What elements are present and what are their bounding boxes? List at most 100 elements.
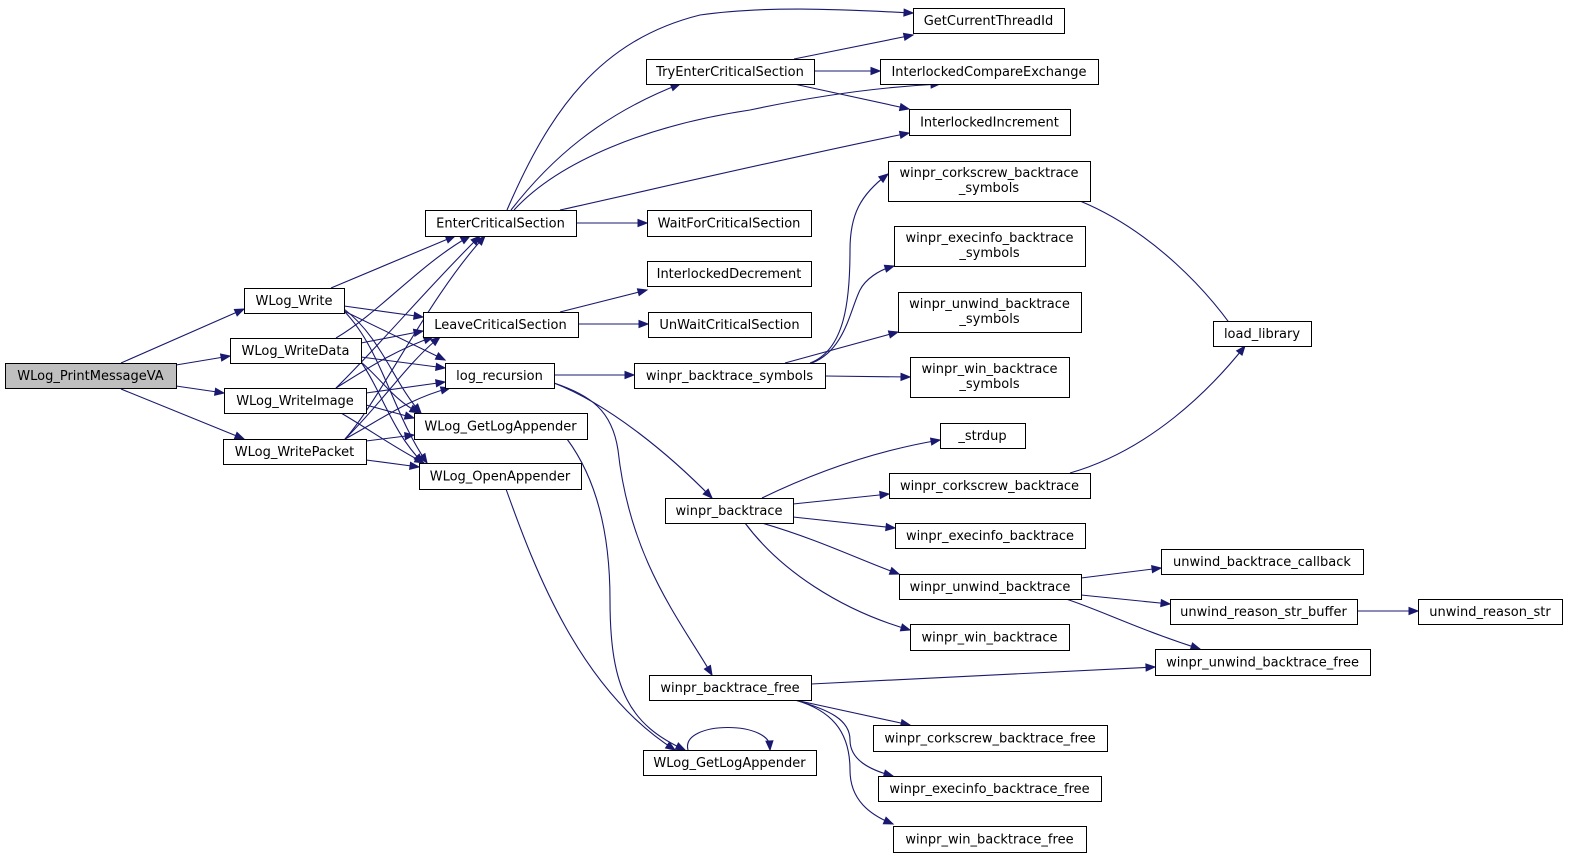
node-box [873, 725, 1108, 752]
edge-winpr-backtrace-symbols-to-winpr-win-backtrace-symbols [824, 372, 912, 382]
node-box [1155, 649, 1371, 676]
node-wlog-writeimage[interactable]: WLog_WriteImage [224, 388, 367, 414]
node-label: _symbols [958, 312, 1019, 327]
edge-winpr-backtrace-to-winpr-win-backtrace [744, 522, 912, 632]
node-box [898, 292, 1082, 333]
node-winpr-corkscrew-backtrace-free[interactable]: winpr_corkscrew_backtrace_free [873, 725, 1108, 752]
node-entercriticalsection[interactable]: EnterCriticalSection [425, 210, 577, 237]
node-label: WLog_WritePacket [235, 445, 354, 460]
node-wlog-getlogappender[interactable]: WLog_GetLogAppender [414, 413, 588, 440]
edge-winpr-backtrace-to-strdup [761, 437, 942, 499]
edge-entercriticalsection-to-interlockedcompareexchange [513, 80, 942, 211]
node-box [889, 473, 1091, 499]
node-winpr-unwind-backtrace-free[interactable]: winpr_unwind_backtrace_free [1155, 649, 1371, 676]
arrowhead [413, 454, 426, 464]
node-label: LeaveCriticalSection [434, 318, 566, 333]
edge-wlog-printmessageva-to-wlog-writepacket [120, 388, 246, 440]
node-winpr-win-backtrace-free[interactable]: winpr_win_backtrace_free [893, 826, 1087, 853]
node-box [893, 826, 1087, 853]
node-log-recursion[interactable]: log_recursion [445, 363, 555, 389]
node-wlog-write[interactable]: WLog_Write [244, 288, 345, 314]
node-label: winpr_backtrace_symbols [646, 369, 813, 384]
node-label: winpr_win_backtrace [921, 631, 1057, 646]
arrowhead [1235, 344, 1246, 357]
node-load-library[interactable]: load_library [1213, 321, 1312, 347]
arrowhead [233, 308, 246, 317]
node-label: unwind_reason_str_buffer [1180, 605, 1347, 620]
node-wlog-printmessageva[interactable]: WLog_PrintMessageVA [5, 363, 177, 389]
node-strdup[interactable]: _strdup [940, 423, 1026, 449]
edge-wlog-writepacket-to-entercriticalsection [344, 234, 486, 440]
edge-winpr-backtrace-symbols-to-winpr-execinfo-backtrace-symbols [811, 264, 896, 364]
node-winpr-execinfo-backtrace[interactable]: winpr_execinfo_backtrace [895, 523, 1086, 549]
edge-wlog-write-to-log-recursion [343, 310, 447, 361]
arrowhead [404, 431, 416, 441]
edge-wlog-writeimage-to-log-recursion [365, 379, 447, 394]
node-wlog-getlogappender[interactable]: WLog_GetLogAppender [643, 750, 817, 776]
edge-wlog-writepacket-to-leavecriticalsection [344, 336, 442, 440]
node-unwind-reason-str-buffer[interactable]: unwind_reason_str_buffer [1170, 599, 1358, 625]
node-winpr-corkscrew-backtrace[interactable]: winpr_corkscrew_backtrace [889, 473, 1091, 499]
arrowhead [870, 66, 882, 76]
node-winpr-backtrace-symbols[interactable]: winpr_backtrace_symbols [634, 363, 826, 389]
node-label: WLog_GetLogAppender [424, 420, 577, 435]
node-box [414, 413, 588, 440]
node-label: _symbols [958, 246, 1019, 261]
arrowhead [638, 319, 650, 329]
arrowhead [403, 411, 416, 420]
node-interlockedincrement[interactable]: InterlockedIncrement [909, 109, 1071, 136]
node-box [5, 363, 177, 389]
node-wlog-writedata[interactable]: WLog_WriteData [230, 338, 362, 364]
node-label: _symbols [958, 377, 1019, 392]
node-wlog-writepacket[interactable]: WLog_WritePacket [223, 439, 367, 465]
arrowhead [898, 130, 911, 140]
node-wlog-openappender[interactable]: WLog_OpenAppender [419, 463, 582, 490]
edge-log-recursion-to-winpr-backtrace [553, 382, 713, 499]
edge-winpr-unwind-backtrace-to-unwind-backtrace-callback [1080, 564, 1163, 579]
arrowhead [434, 352, 447, 361]
node-box [878, 776, 1102, 802]
node-winpr-unwind-backtrace[interactable]: winpr_unwind_backtrace [899, 574, 1082, 600]
node-box [894, 226, 1086, 267]
arrowhead [219, 353, 232, 362]
arrowhead [408, 404, 421, 414]
node-interlockedcompareexchange[interactable]: InterlockedCompareExchange [880, 59, 1099, 85]
arrowhead [435, 362, 447, 371]
edge-tryentercriticalsection-to-interlockedincrement [793, 83, 911, 112]
node-box [647, 261, 812, 287]
arrowhead [882, 816, 895, 825]
node-tryentercriticalsection[interactable]: TryEnterCriticalSection [646, 59, 815, 85]
node-winpr-win-backtrace[interactable]: winpr_win_backtrace [910, 624, 1070, 651]
arrowhead [444, 235, 457, 244]
node-label: _strdup [957, 429, 1006, 444]
node-unwind-backtrace-callback[interactable]: unwind_backtrace_callback [1161, 549, 1364, 575]
node-winpr-win-backtrace-symbols[interactable]: winpr_win_backtrace_symbols [910, 357, 1070, 398]
edge-leavecriticalsection-to-unwaitcriticalsection [578, 319, 650, 329]
node-winpr-execinfo-backtrace-free[interactable]: winpr_execinfo_backtrace_free [878, 776, 1102, 802]
node-box [634, 363, 826, 389]
node-getcurrentthreadid[interactable]: GetCurrentThreadId [913, 8, 1065, 34]
node-winpr-backtrace[interactable]: winpr_backtrace [665, 498, 794, 524]
node-winpr-backtrace-free[interactable]: winpr_backtrace_free [649, 675, 812, 701]
arrowhead [702, 488, 713, 499]
node-winpr-execinfo-backtrace-symbols[interactable]: winpr_execinfo_backtrace_symbols [894, 226, 1086, 267]
node-winpr-unwind-backtrace-symbols[interactable]: winpr_unwind_backtrace_symbols [898, 292, 1082, 333]
arrowhead [888, 566, 901, 575]
edge-wlog-getlogappender-to-wlog-getlogappender [687, 727, 774, 752]
node-interlockeddecrement[interactable]: InterlockedDecrement [647, 261, 812, 287]
node-box [1213, 321, 1312, 347]
node-winpr-corkscrew-backtrace-symbols[interactable]: winpr_corkscrew_backtrace_symbols [888, 161, 1091, 202]
node-waitforcriticalsection[interactable]: WaitForCriticalSection [647, 210, 812, 237]
node-box [1161, 549, 1364, 575]
edge-wlog-write-to-entercriticalsection [330, 235, 457, 289]
node-label: winpr_unwind_backtrace [910, 580, 1071, 595]
node-label: WLog_PrintMessageVA [17, 369, 164, 384]
node-box [910, 624, 1070, 651]
node-unwind-reason-str[interactable]: unwind_reason_str [1418, 599, 1563, 625]
node-unwaitcriticalsection[interactable]: UnWaitCriticalSection [648, 312, 812, 338]
node-label: WLog_GetLogAppender [653, 756, 806, 771]
edge-winpr-backtrace-free-to-winpr-win-backtrace-free [794, 699, 895, 825]
node-leavecriticalsection[interactable]: LeaveCriticalSection [423, 312, 579, 338]
edge-entercriticalsection-to-getcurrentthreadid [506, 8, 915, 211]
edge-wlog-writeimage-to-wlog-getlogappender [365, 404, 416, 420]
